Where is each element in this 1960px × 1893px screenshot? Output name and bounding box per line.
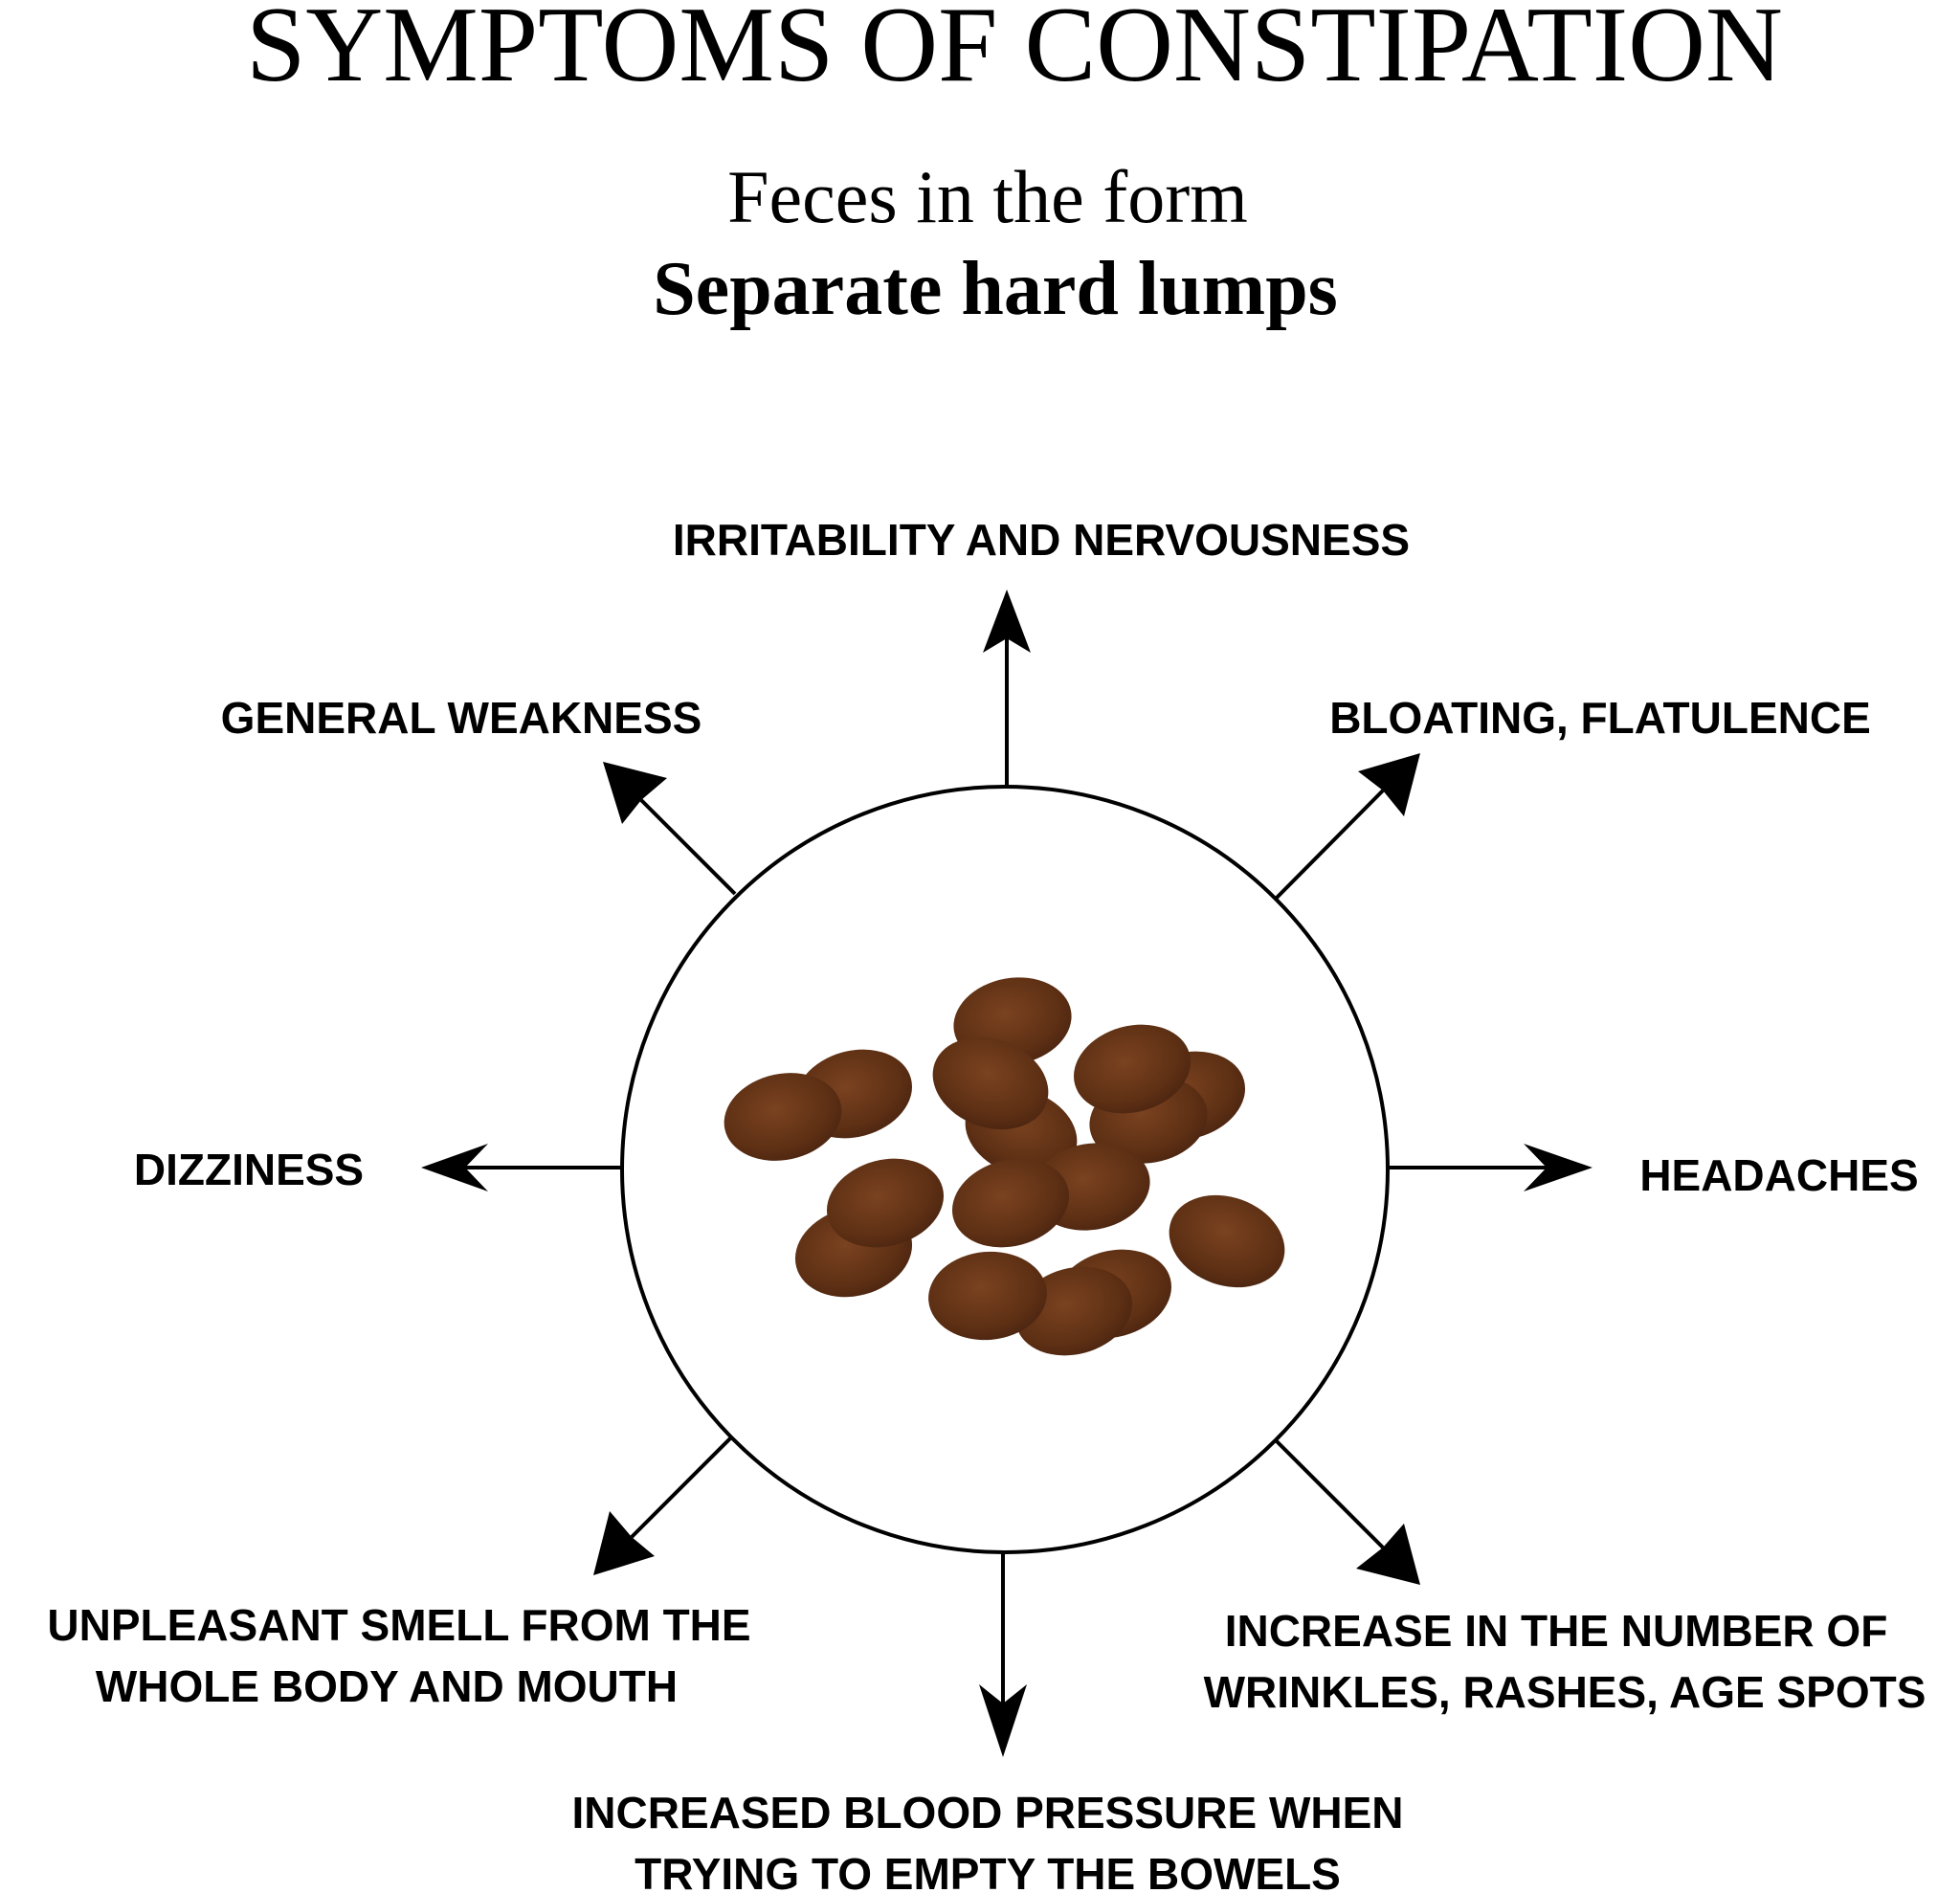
stool-lump bbox=[826, 1158, 945, 1248]
arrow-bottom-left bbox=[593, 1436, 733, 1575]
stool-lump bbox=[724, 1073, 842, 1161]
page-title: SYMPTOMS OF CONSTIPATION bbox=[246, 0, 1783, 104]
symptom-label-blood-pressure-line2: TRYING TO EMPTY THE BOWELS bbox=[635, 1849, 1341, 1893]
arrow-bottom bbox=[979, 1552, 1027, 1757]
subtitle-stool-type: Separate hard lumps bbox=[653, 247, 1338, 331]
subtitle-form-label: Feces in the form bbox=[727, 155, 1248, 238]
symptom-label-wrinkles-line2: WRINKLES, RASHES, AGE SPOTS bbox=[1204, 1667, 1927, 1717]
symptom-label-dizziness: DIZZINESS bbox=[134, 1145, 364, 1194]
symptom-label-irritability: IRRITABILITY AND NERVOUSNESS bbox=[673, 515, 1410, 565]
arrow-top-right bbox=[1273, 753, 1420, 902]
arrow-top-left bbox=[603, 762, 737, 896]
hard-stool-lumps bbox=[724, 977, 1285, 1356]
arrow-bottom-right bbox=[1275, 1439, 1420, 1585]
stool-lump bbox=[932, 1036, 1049, 1130]
stool-lump bbox=[951, 1158, 1070, 1248]
symptom-label-wrinkles-line1: INCREASE IN THE NUMBER OF bbox=[1225, 1606, 1888, 1656]
arrow-top bbox=[983, 590, 1031, 787]
symptom-label-unpleasant-smell-line1: UNPLEASANT SMELL FROM THE bbox=[47, 1600, 750, 1650]
stool-lump bbox=[1169, 1194, 1285, 1288]
symptom-label-general-weakness: GENERAL WEAKNESS bbox=[221, 693, 702, 743]
arrow-right bbox=[1388, 1144, 1592, 1191]
stool-lump bbox=[928, 1251, 1047, 1341]
arrow-left bbox=[421, 1144, 622, 1191]
stool-lump bbox=[1073, 1024, 1192, 1114]
symptom-label-headaches: HEADACHES bbox=[1639, 1150, 1918, 1200]
symptom-label-unpleasant-smell-line2: WHOLE BODY AND MOUTH bbox=[96, 1661, 678, 1711]
symptom-label-bloating: BLOATING, FLATULENCE bbox=[1329, 693, 1871, 743]
symptom-label-blood-pressure-line1: INCREASED BLOOD PRESSURE WHEN bbox=[572, 1788, 1404, 1837]
